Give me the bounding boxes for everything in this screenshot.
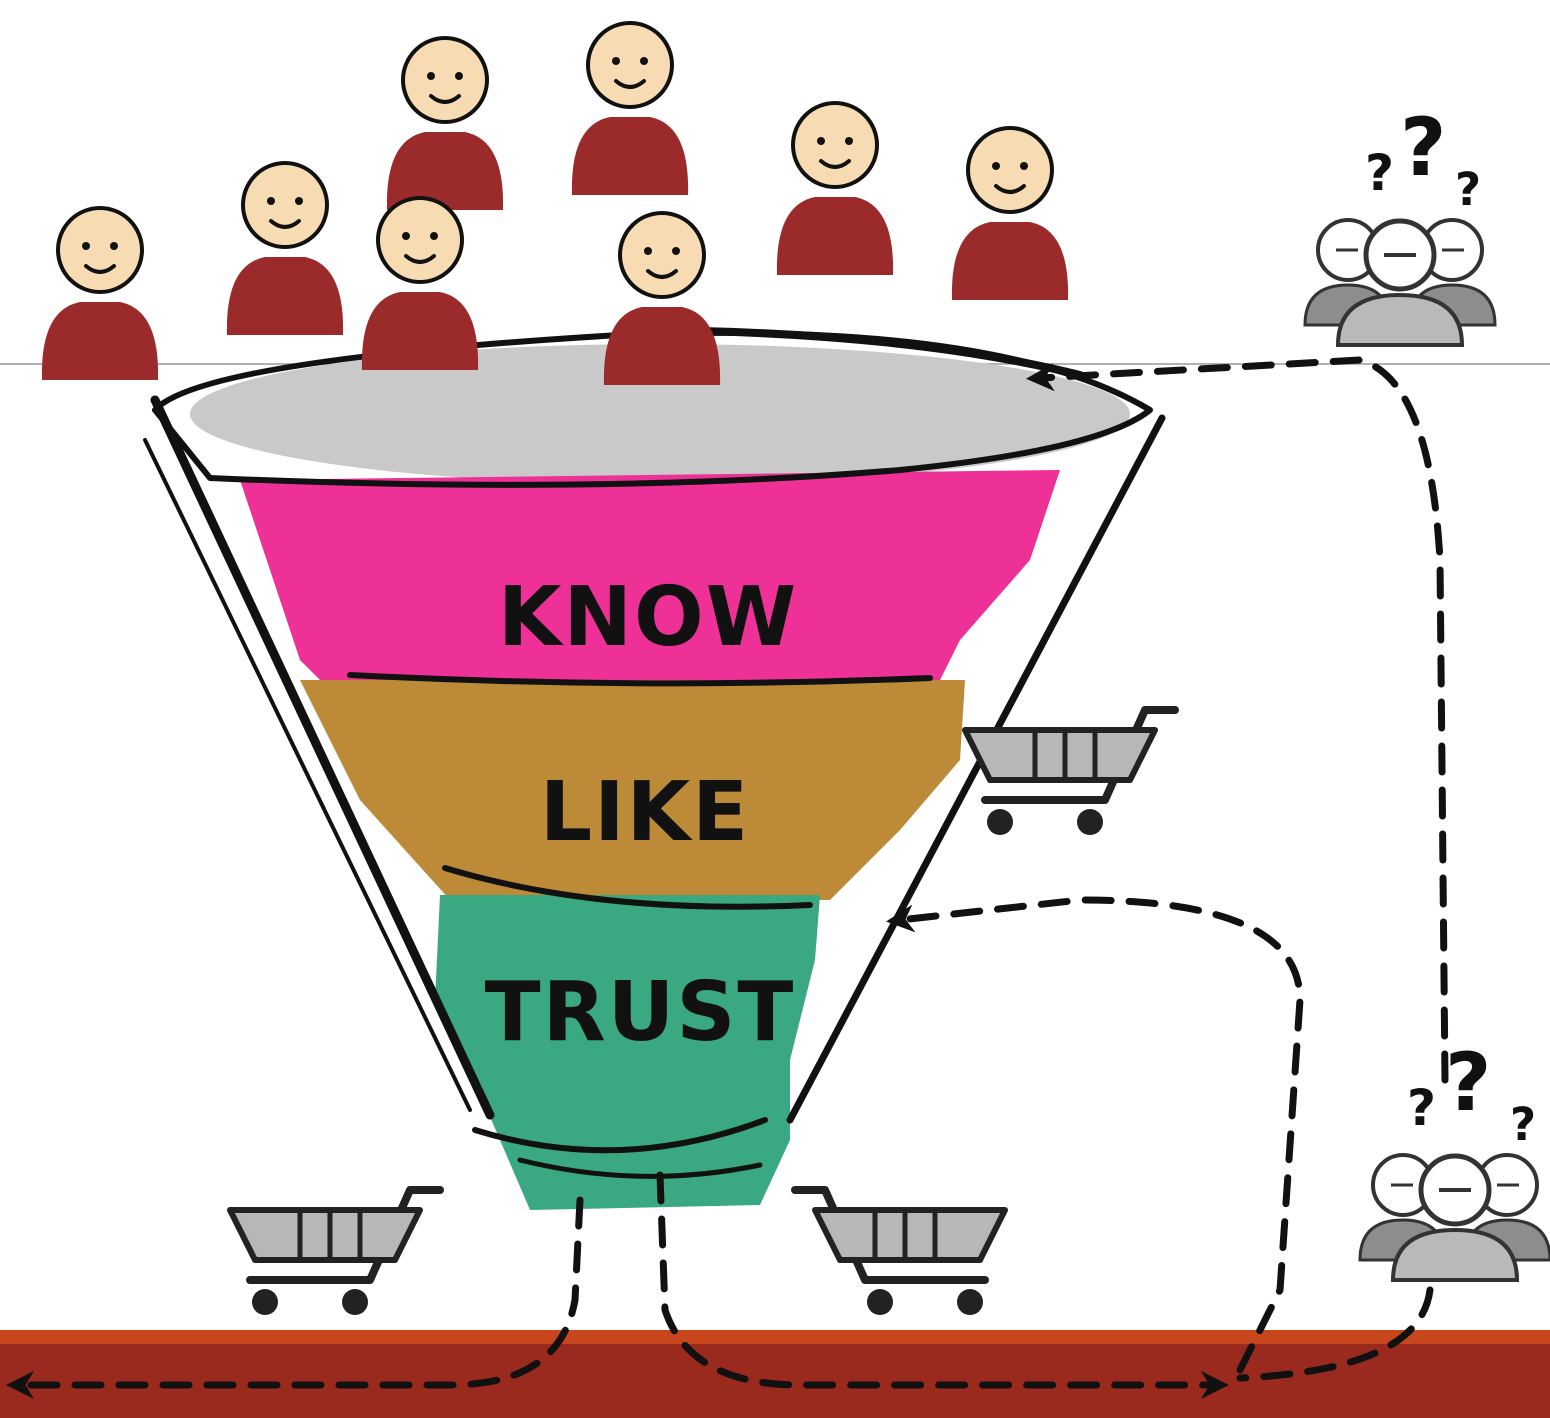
funnel-stage-like (300, 680, 965, 900)
arrow-icon (1236, 1286, 1434, 1382)
ground-band (0, 1330, 1550, 1418)
shopping-cart-icon (965, 710, 1175, 835)
person-icon (774, 101, 896, 277)
question-mark-icon: ? (1400, 101, 1446, 194)
person-icon (949, 126, 1071, 302)
arrow-icon (5, 1196, 584, 1399)
question-mark-icon: ? (1365, 144, 1394, 202)
stage-label-trust: TRUST (485, 965, 796, 1060)
question-mark-icon: ? (1445, 1036, 1491, 1129)
person-icon (359, 196, 481, 372)
funnel-stage-know (240, 470, 1060, 700)
question-mark-icon: ? (1510, 1098, 1536, 1151)
undecided-group-bottom: ? ? ? (1360, 1036, 1550, 1280)
undecided-group-top: ? ? ? (1305, 101, 1495, 345)
person-icon (569, 21, 691, 197)
flow-arrows (5, 356, 1449, 1399)
arrow-icon (1026, 356, 1449, 1084)
arrow-icon (656, 1171, 1229, 1399)
question-mark-icon: ? (1407, 1079, 1436, 1137)
shopping-cart-icon (230, 1190, 440, 1315)
person-icon (39, 206, 161, 382)
stage-label-like: LIKE (540, 765, 750, 860)
question-mark-icon: ? (1455, 163, 1481, 216)
person-icon (224, 161, 346, 337)
person-icon (601, 211, 723, 387)
person-icon (384, 36, 506, 212)
stage-label-know: KNOW (498, 570, 798, 665)
shopping-cart-icon (795, 1190, 1005, 1315)
people-group (39, 21, 1071, 387)
funnel: KNOW LIKE TRUST (143, 326, 1166, 1210)
funnel-rim (190, 344, 1130, 484)
